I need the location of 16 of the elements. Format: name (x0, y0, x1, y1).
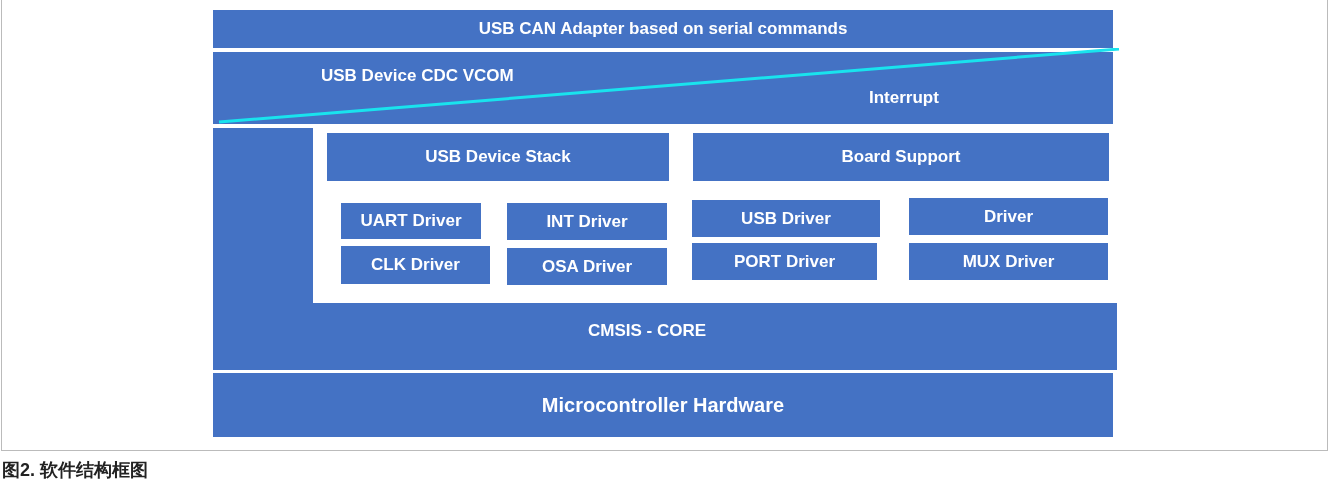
layer-box: Driver (909, 198, 1108, 235)
layer-box: CLK Driver (341, 246, 490, 284)
layer-label: Interrupt (869, 88, 939, 108)
layer-box: MUX Driver (909, 243, 1108, 280)
layer-label: CMSIS - CORE (588, 321, 707, 341)
layer-box: INT Driver (507, 203, 667, 240)
layer-box: OSA Driver (507, 248, 667, 285)
layer-box: USB Device Stack (327, 133, 669, 181)
figure-caption: 图2. 软件结构框图 (2, 459, 148, 482)
layer-box: Board Support (693, 133, 1109, 181)
layer-box: UART Driver (341, 203, 481, 239)
layer-box: USB Driver (692, 200, 880, 237)
layer-label: USB Device CDC VCOM (321, 66, 514, 86)
layer-box: Microcontroller Hardware (213, 373, 1113, 437)
layer-box: PORT Driver (692, 243, 877, 280)
layer-box: USB CAN Adapter based on serial commands (213, 10, 1113, 48)
